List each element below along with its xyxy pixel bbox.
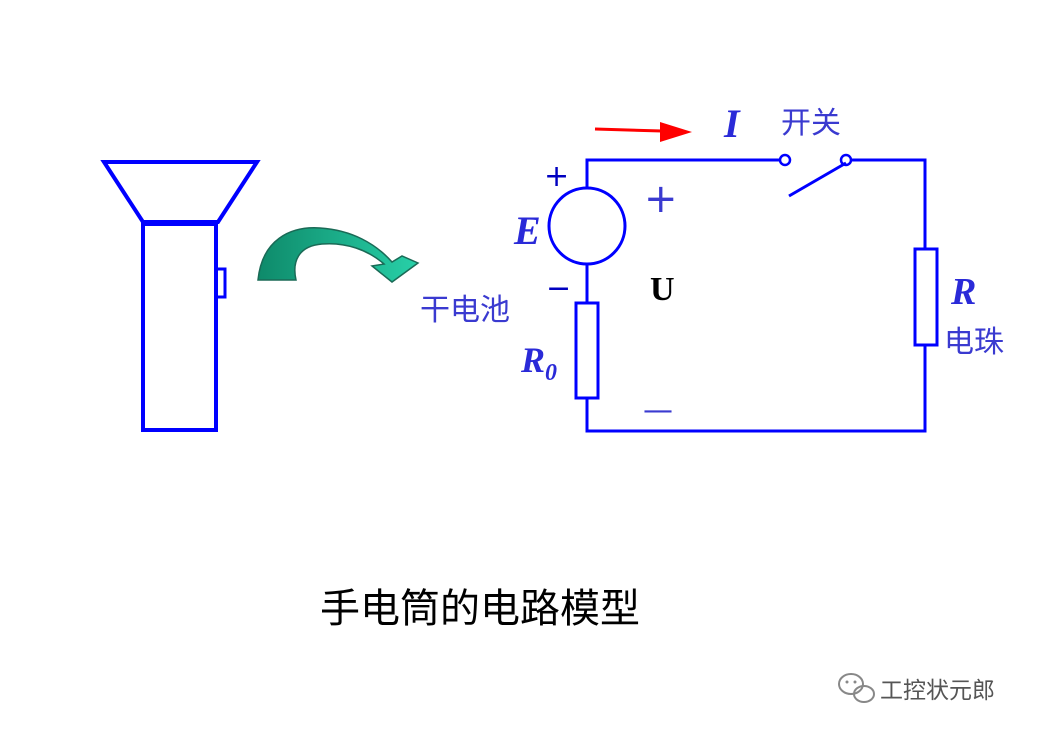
- watermark: 工控状元郎: [838, 673, 995, 704]
- current-arrow-icon: [594, 122, 692, 142]
- voltage-source-symbol: [547, 186, 627, 266]
- wechat-icon: [838, 673, 875, 703]
- diagram-title: 手电筒的电路模型: [320, 586, 640, 632]
- watermark-text: 工控状元郎: [880, 678, 995, 704]
- source-minus-sign: −: [546, 271, 571, 306]
- terminal-minus-sign: —: [643, 393, 673, 428]
- flashlight-head: [100, 160, 261, 224]
- voltage-label: U: [650, 271, 675, 308]
- internal-resistance-main: R: [520, 340, 545, 380]
- internal-resistance-label: R0: [520, 340, 557, 386]
- flashlight-illustration: [100, 160, 261, 432]
- bulb-label: 电珠: [944, 325, 1004, 360]
- terminal-plus-sign: +: [644, 176, 678, 222]
- current-label: I: [723, 101, 741, 146]
- internal-resistance-subscript: 0: [545, 360, 557, 386]
- curved-arrow-icon: [257, 227, 420, 283]
- load-resistance-label: R: [950, 271, 976, 313]
- circuit-wires: [585, 158, 927, 433]
- flashlight-body: [141, 222, 218, 432]
- battery-label: 干电池: [420, 293, 510, 328]
- switch-label: 开关: [781, 106, 841, 141]
- switch-symbol: [778, 153, 853, 198]
- load-resistor-symbol: [913, 247, 939, 347]
- source-plus-sign: +: [544, 159, 569, 194]
- emf-label: E: [513, 208, 541, 253]
- internal-resistor-symbol: [574, 301, 600, 400]
- flashlight-switch-button: [214, 267, 227, 299]
